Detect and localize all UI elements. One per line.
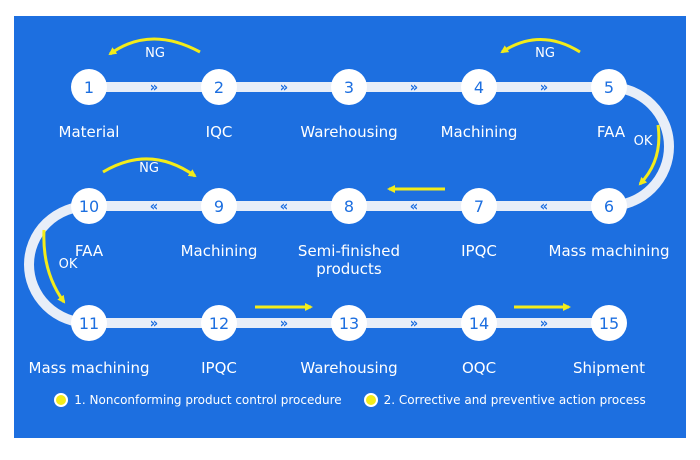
flag-ng: NG xyxy=(145,46,165,61)
node-12-circle xyxy=(201,305,237,341)
flag-ok: OK xyxy=(59,257,78,272)
chevron-icon: » xyxy=(280,81,288,96)
node-6-number: 6 xyxy=(604,197,614,216)
node-11-number: 11 xyxy=(79,314,99,333)
node-7-label: IPQC xyxy=(461,242,497,260)
ng-arrow-icon xyxy=(108,37,201,56)
connector-uturn-right xyxy=(608,82,674,211)
node-5-circle xyxy=(591,69,627,105)
node-2-circle xyxy=(201,69,237,105)
chevron-icon: « xyxy=(540,200,548,215)
node-10-circle xyxy=(71,188,107,224)
yellow-dot-icon xyxy=(54,393,69,407)
chevron-icon: « xyxy=(150,200,158,215)
node-7-circle xyxy=(461,188,497,224)
ok-arrow-icon xyxy=(42,229,66,304)
chevron-icon: » xyxy=(150,81,158,96)
ng-arrow-icon xyxy=(102,157,197,178)
node-8-label: Semi-finished xyxy=(298,242,400,260)
node-3-number: 3 xyxy=(344,78,354,97)
ng-arrow-icon xyxy=(500,38,581,54)
node-9-number: 9 xyxy=(214,197,224,216)
node-12-number: 12 xyxy=(209,314,229,333)
node-7-number: 7 xyxy=(474,197,484,216)
node-11-circle xyxy=(71,305,107,341)
legend-text-2: 2. Corrective and preventive action proc… xyxy=(383,393,646,407)
node-3-label: Warehousing xyxy=(300,123,397,141)
chevron-icon: » xyxy=(280,317,288,332)
node-15-label: Shipment xyxy=(573,359,645,377)
node-10-number: 10 xyxy=(79,197,99,216)
flag-ng: NG xyxy=(139,161,159,176)
legend: 1. Nonconforming product control procedu… xyxy=(0,393,700,407)
node-9-label: Machining xyxy=(181,242,258,260)
legend-text-1: 1. Nonconforming product control procedu… xyxy=(74,393,342,407)
node-8-circle xyxy=(331,188,367,224)
chevron-icon: » xyxy=(540,317,548,332)
chevron-icon: » xyxy=(410,81,418,96)
node-14-circle xyxy=(461,305,497,341)
node-3-circle xyxy=(331,69,367,105)
ok-arrow-icon xyxy=(638,124,661,186)
arrow-layer: NG NG NG OK OK xyxy=(42,37,661,311)
node-5-number: 5 xyxy=(604,78,614,97)
node-14-label: OQC xyxy=(462,359,496,377)
node-4-label: Machining xyxy=(441,123,518,141)
node-13-number: 13 xyxy=(339,314,359,333)
node-4-number: 4 xyxy=(474,78,484,97)
chevron-icon: » xyxy=(410,317,418,332)
node-1-circle xyxy=(71,69,107,105)
node-13-label: Warehousing xyxy=(300,359,397,377)
node-14-number: 14 xyxy=(469,314,489,333)
node-15-number: 15 xyxy=(599,314,619,333)
legend-item-2: 2. Corrective and preventive action proc… xyxy=(363,393,646,407)
chevron-icon: « xyxy=(280,200,288,215)
node-2-label: IQC xyxy=(206,123,233,141)
node-10-label: FAA xyxy=(75,242,104,260)
node-13-circle xyxy=(331,305,367,341)
node-15-circle xyxy=(591,305,627,341)
node-8-label: products xyxy=(316,260,382,278)
node-12-label: IPQC xyxy=(201,359,237,377)
node-9-circle xyxy=(201,188,237,224)
node-6-circle xyxy=(591,188,627,224)
node-5-label: FAA xyxy=(597,123,626,141)
legend-item-1: 1. Nonconforming product control procedu… xyxy=(54,393,342,407)
yellow-dot-icon xyxy=(363,393,378,407)
connector-uturn-left xyxy=(24,201,90,328)
node-11-label: Mass machining xyxy=(29,359,150,377)
chevron-icon: » xyxy=(150,317,158,332)
chevron-icon: « xyxy=(410,200,418,215)
node-1-label: Material xyxy=(59,123,120,141)
node-8-number: 8 xyxy=(344,197,354,216)
flag-ok: OK xyxy=(634,134,653,149)
node-6-label: Mass machining xyxy=(549,242,670,260)
node-4-circle xyxy=(461,69,497,105)
node-2-number: 2 xyxy=(214,78,224,97)
chevron-icon: » xyxy=(540,81,548,96)
node-1-number: 1 xyxy=(84,78,94,97)
flag-ng: NG xyxy=(535,46,555,61)
